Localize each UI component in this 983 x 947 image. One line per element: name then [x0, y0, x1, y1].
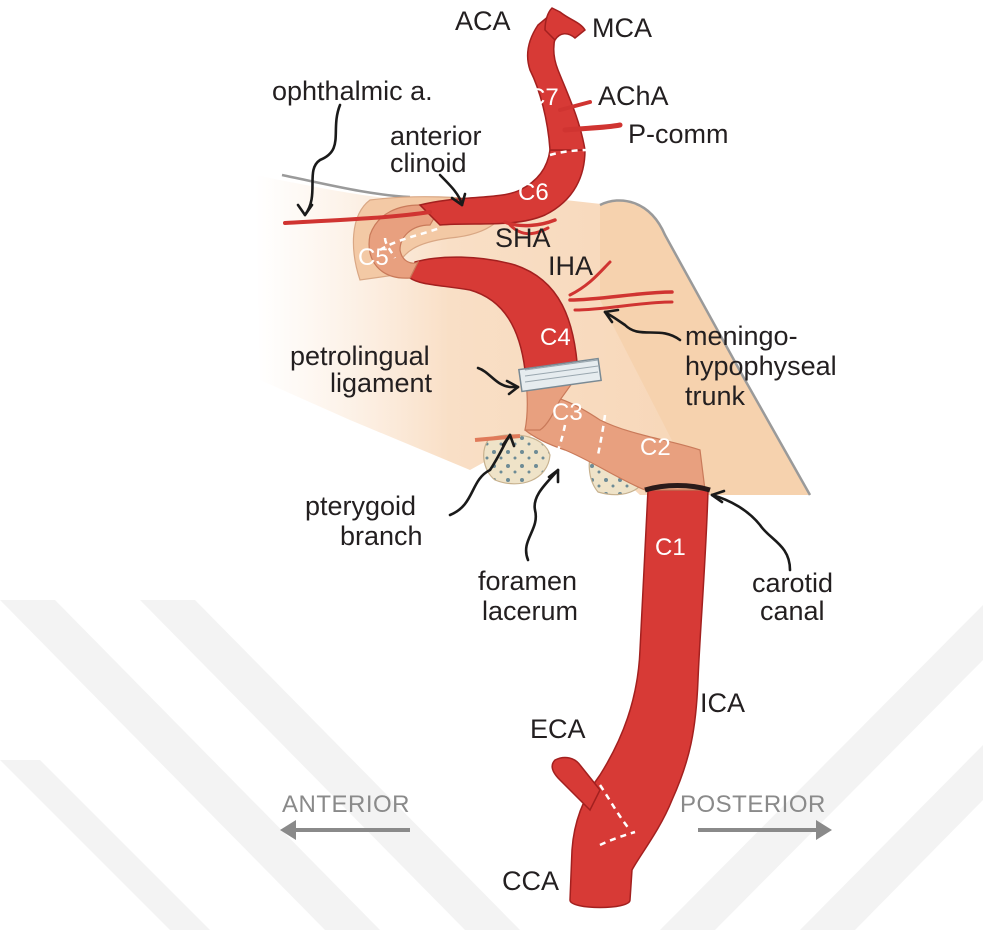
posterior-arrowhead-icon [816, 820, 832, 840]
label-pterygoid-2: branch [340, 521, 423, 551]
foramen-leader [526, 470, 558, 560]
label-posterior: POSTERIOR [680, 791, 826, 818]
terminal-bifurcation [545, 8, 585, 40]
label-foramen-1: foramen [478, 566, 577, 596]
label-pterygoid-1: pterygoid [305, 491, 416, 521]
label-anterior-clinoid-1: anterior [390, 121, 482, 151]
label-anterior-clinoid-2: clinoid [390, 148, 467, 178]
label-iha: IHA [548, 251, 593, 281]
watermark-chevrons [0, 600, 983, 930]
label-aca: ACA [455, 6, 511, 36]
label-pcomm: P-comm [628, 119, 729, 149]
label-petrolingual-1: petrolingual [290, 341, 430, 371]
label-mca: MCA [592, 13, 652, 43]
label-acha: AChA [598, 81, 669, 111]
segment-c6: C6 [518, 179, 549, 206]
label-meningo-3: trunk [685, 381, 746, 411]
direction-indicators: ANTERIOR POSTERIOR [280, 791, 832, 840]
label-sha: SHA [495, 223, 551, 253]
label-ica: ICA [700, 688, 745, 718]
label-carotid-2: canal [760, 596, 825, 626]
label-meningo-2: hypophyseal [685, 351, 837, 381]
label-cca: CCA [502, 866, 559, 896]
carotid-canal-leader [712, 495, 790, 570]
segment-c1: C1 [655, 534, 686, 561]
label-meningo-1: meningo- [685, 321, 798, 351]
segment-c4: C4 [540, 324, 571, 351]
ica-trunk [570, 490, 708, 908]
label-ophthalmic: ophthalmic a. [272, 76, 433, 106]
label-eca: ECA [530, 714, 586, 744]
label-anterior: ANTERIOR [282, 791, 410, 818]
eca-branch [552, 758, 600, 810]
label-petrolingual-2: ligament [330, 368, 433, 398]
segment-c2: C2 [640, 434, 671, 461]
segment-c5: C5 [358, 244, 389, 271]
segment-c7: C7 [528, 84, 559, 111]
label-foramen-2: lacerum [482, 596, 578, 626]
label-carotid-1: carotid [752, 568, 833, 598]
segment-c3: C3 [552, 399, 583, 426]
